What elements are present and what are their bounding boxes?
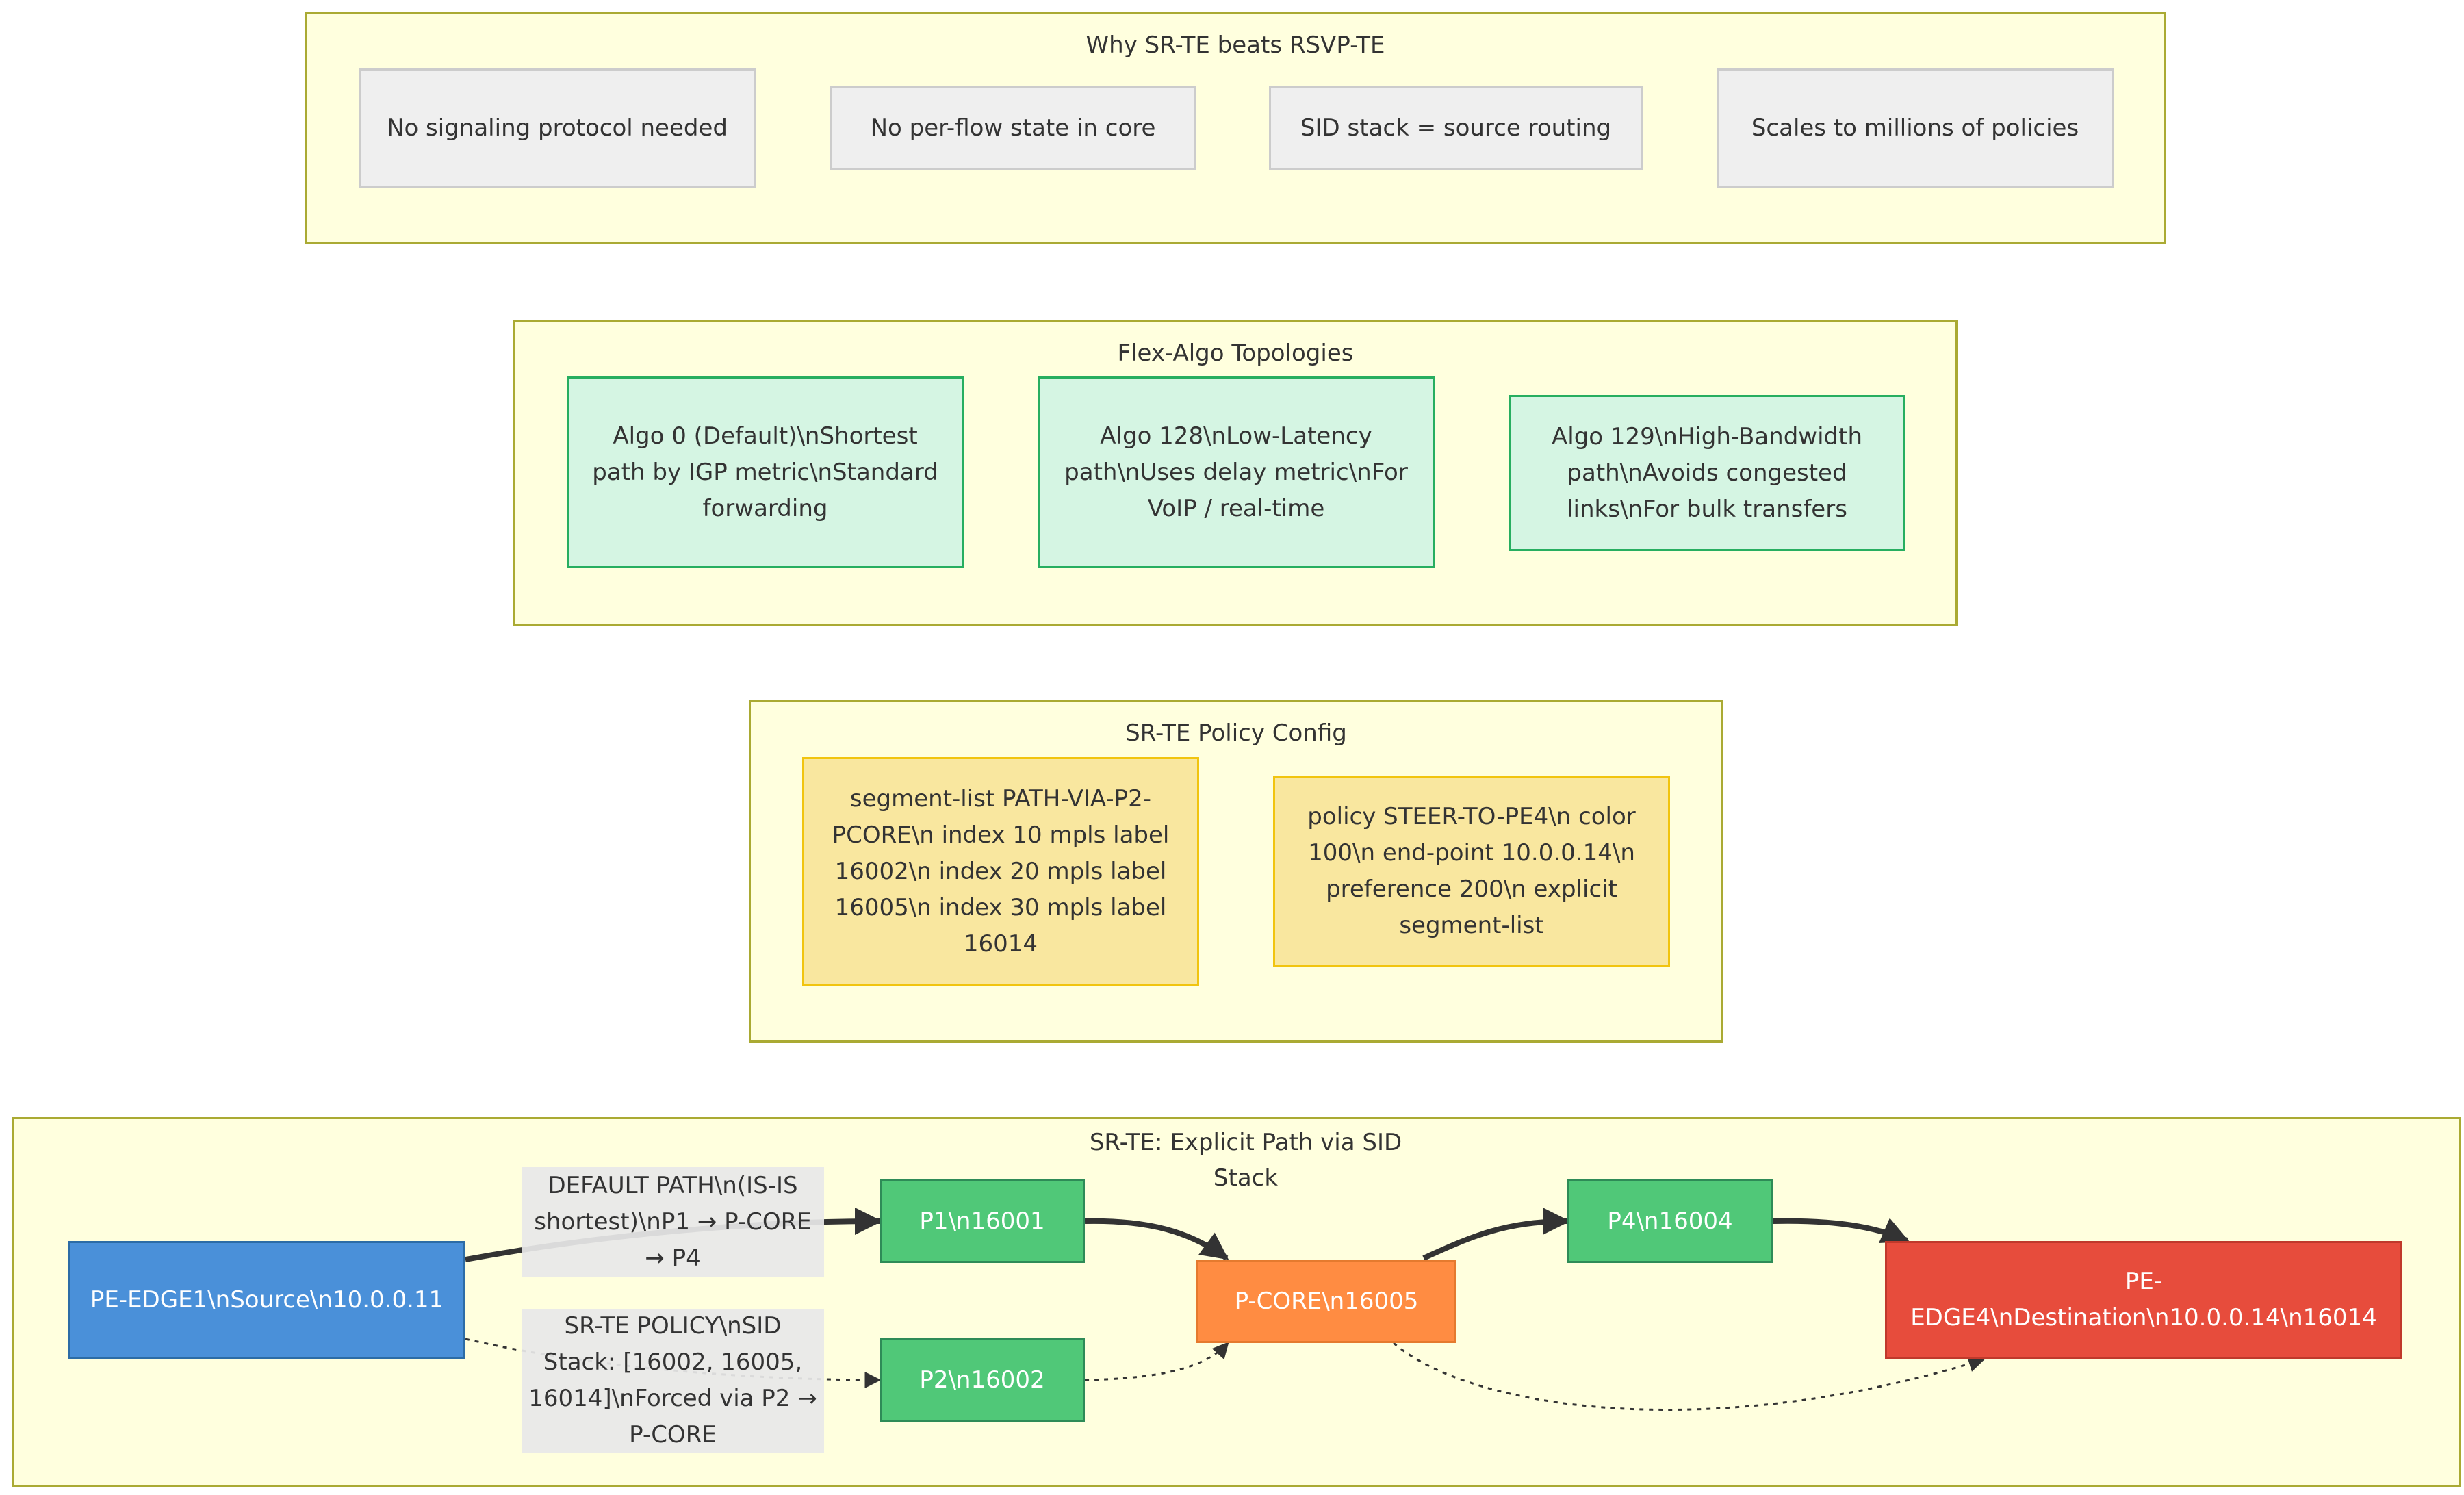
- edge-label-default-path: DEFAULT PATH\n(IS-IS shortest)\nP1 → P-C…: [522, 1167, 824, 1277]
- cluster-title-why-srte: Why SR-TE beats RSVP-TE: [1086, 31, 1385, 59]
- node-algo-0: Algo 0 (Default)\nShortest path by IGP m…: [567, 376, 964, 568]
- cluster-title-policy-config: SR-TE Policy Config: [1125, 719, 1347, 747]
- node-segment-list: segment-list PATH-VIA-P2-PCORE\n index 1…: [802, 757, 1199, 986]
- edge-pcore-to-pe4: [1393, 1342, 1986, 1411]
- node-pe-edge1: PE-EDGE1\nSource\n10.0.0.11: [68, 1241, 465, 1359]
- cluster-title-flex-algo: Flex-Algo Topologies: [1117, 340, 1354, 367]
- edge-p1-to-pcore: [1084, 1218, 1229, 1261]
- node-no-per-flow-state: No per-flow state in core: [830, 86, 1196, 170]
- edge-label-srte-policy: SR-TE POLICY\nSID Stack: [16002, 16005, …: [522, 1309, 824, 1453]
- cluster-title-srte-explicit-path: SR-TE: Explicit Path via SID Stack: [1089, 1129, 1402, 1192]
- node-sid-stack-source-routing: SID stack = source routing: [1269, 86, 1643, 170]
- node-p-core: P-CORE\n16005: [1196, 1260, 1456, 1343]
- node-algo-128: Algo 128\nLow-Latency path\nUses delay m…: [1038, 376, 1435, 568]
- edge-pcore-to-p4: [1422, 1208, 1570, 1261]
- edge-p2-to-pcore: [1084, 1342, 1229, 1381]
- node-scales-millions: Scales to millions of policies: [1717, 68, 2114, 188]
- node-pe-edge4: PE-EDGE4\nDestination\n10.0.0.14\n16014: [1885, 1241, 2402, 1359]
- node-policy-steer: policy STEER-TO-PE4\n color 100\n end-po…: [1273, 776, 1670, 967]
- node-algo-129: Algo 129\nHigh-Bandwidth path\nAvoids co…: [1509, 395, 1905, 551]
- node-p1: P1\n16001: [880, 1179, 1085, 1263]
- node-p4: P4\n16004: [1567, 1179, 1773, 1263]
- node-p2: P2\n16002: [880, 1338, 1085, 1422]
- node-no-signaling: No signaling protocol needed: [359, 68, 756, 188]
- edge-p4-to-pe4: [1772, 1218, 1910, 1243]
